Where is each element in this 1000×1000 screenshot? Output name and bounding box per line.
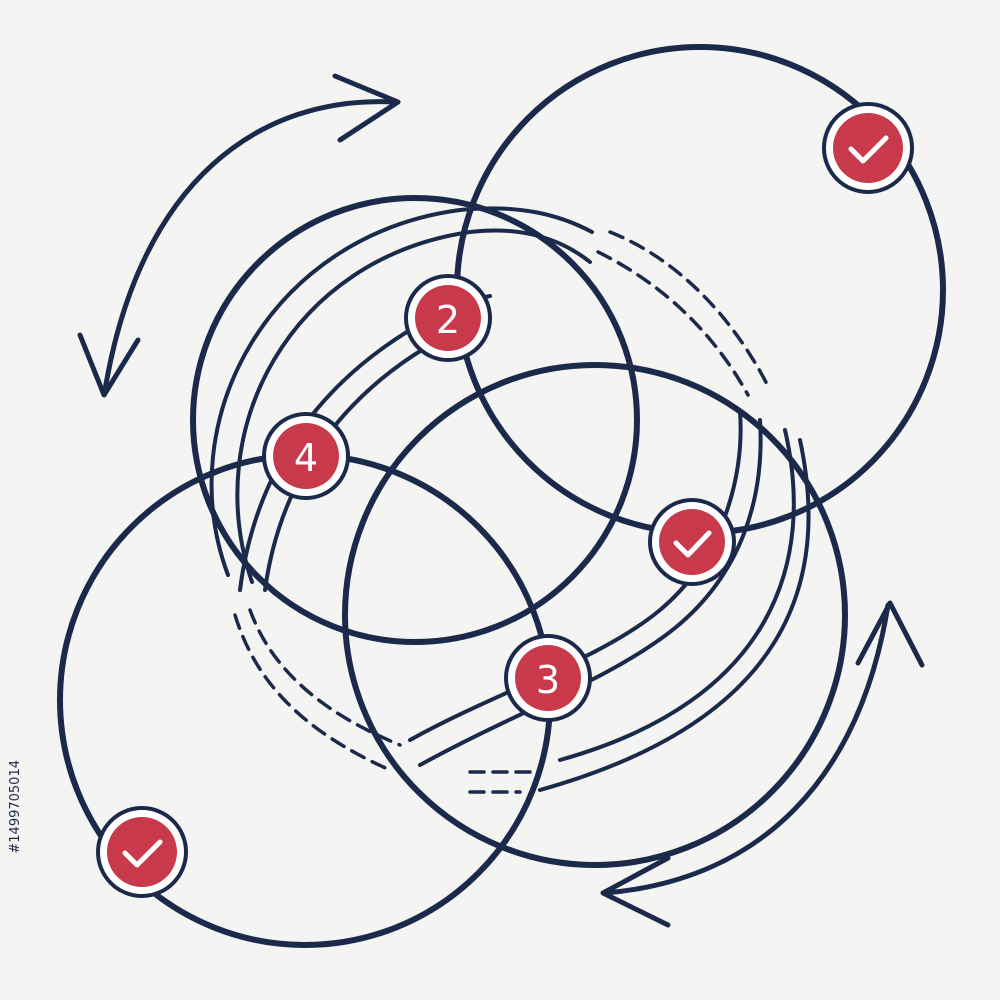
dashed-track-upper-right xyxy=(596,230,772,397)
dashed-track-lower-left xyxy=(233,608,402,772)
check-badge-bottom-left xyxy=(96,806,188,898)
cycle-arrow-bottom-right xyxy=(600,600,925,928)
stock-id-watermark: #1499705014 xyxy=(8,760,23,854)
check-badge-top-right xyxy=(822,102,914,194)
check-badge-middle xyxy=(648,498,736,586)
check-icon xyxy=(673,530,712,558)
step-badge-4: 4 xyxy=(262,412,350,500)
cycle-arrow-top-left xyxy=(77,73,401,398)
step-number-2: 2 xyxy=(436,298,460,342)
dashed-track-bottom xyxy=(468,770,532,794)
step-number-3: 3 xyxy=(536,658,560,702)
inner-track-upper xyxy=(209,206,594,592)
ring-upper-left xyxy=(190,195,640,645)
check-icon xyxy=(122,839,163,868)
step-number-4: 4 xyxy=(294,436,318,480)
check-icon xyxy=(848,135,889,164)
step-badge-3: 3 xyxy=(504,634,592,722)
inner-track-lower xyxy=(408,410,811,792)
ring-center-right xyxy=(342,362,848,868)
step-badge-2: 2 xyxy=(404,274,492,362)
